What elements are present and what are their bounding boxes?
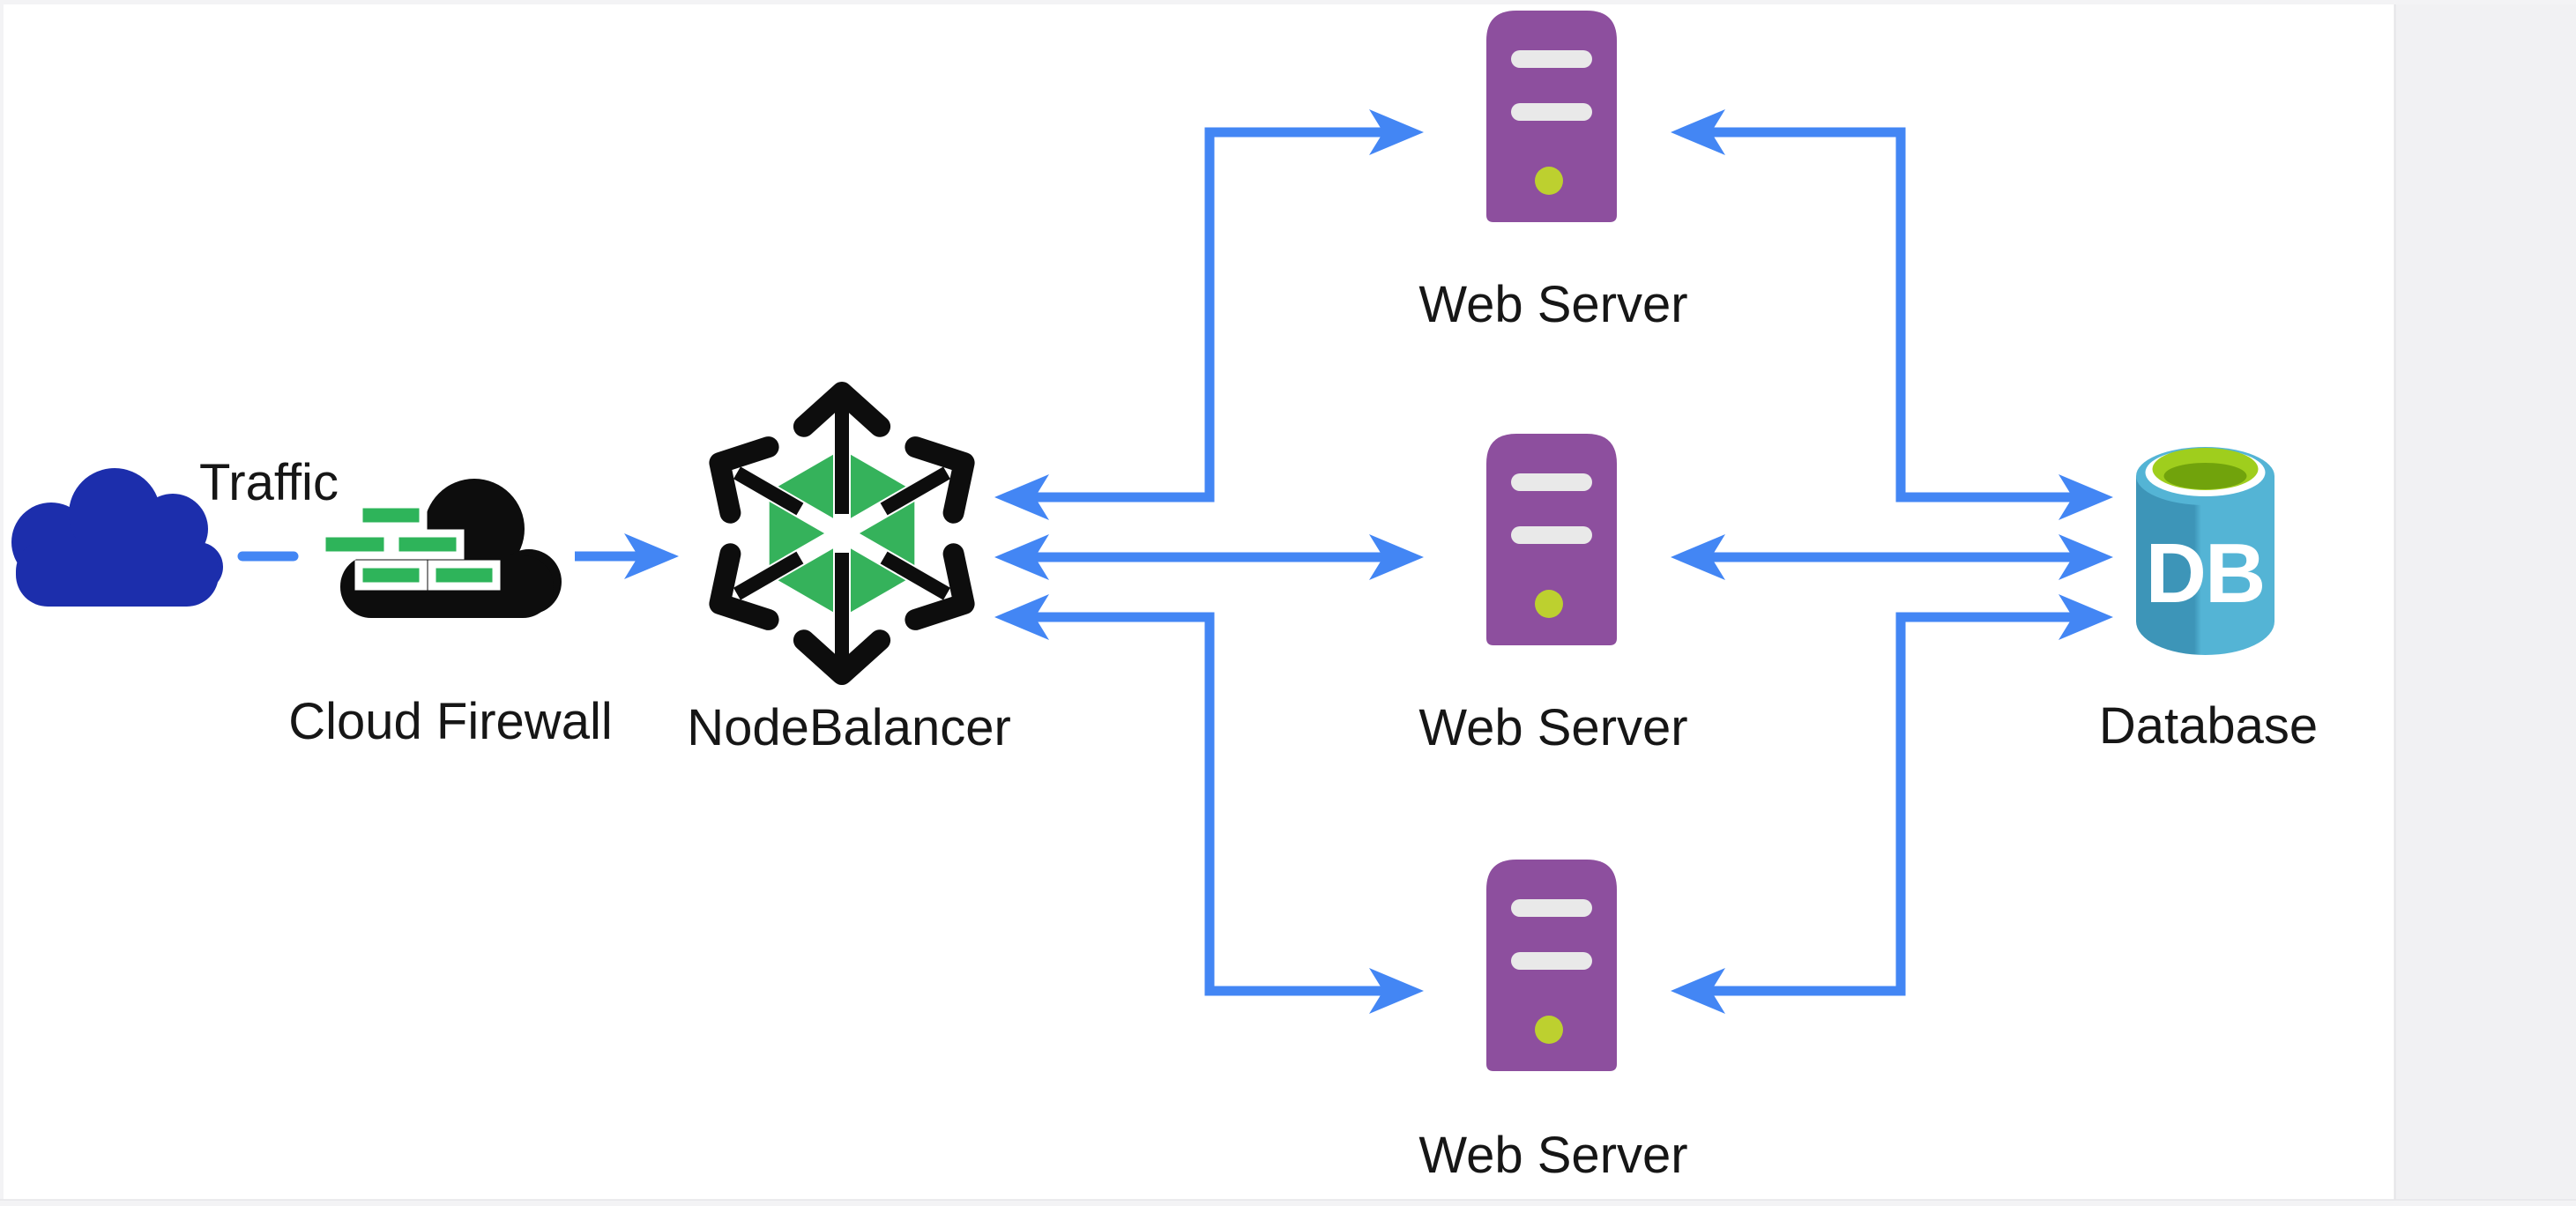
- cloud-icon: [11, 468, 223, 607]
- firewall-bricks: [317, 500, 501, 591]
- web-server-label-3: Web Server: [1418, 1127, 1687, 1184]
- server-slots: [1511, 50, 1592, 121]
- connector-nodebalancer-web1: [1030, 127, 1389, 502]
- nodebalancer-chevron-up: [793, 382, 891, 437]
- nodebalancer-chevron-ne: [905, 436, 975, 524]
- left-frame-strip: [0, 0, 4, 1206]
- connectors: [237, 127, 2078, 996]
- connector-web3-database: [1706, 612, 2078, 996]
- nodebalancer-arrow-stems: [733, 404, 950, 663]
- db-top-lime-inner: [2163, 463, 2247, 489]
- web-server-label-1: Web Server: [1418, 276, 1687, 333]
- server-slots: [1511, 473, 1592, 544]
- bottom-frame-strip: [0, 1200, 2576, 1206]
- server-led: [1535, 167, 1563, 195]
- nodebalancer-black-arrows: [709, 382, 975, 685]
- brick-wall-cloud-icon: [317, 479, 562, 618]
- server-tower-icon-3: [1486, 860, 1617, 1071]
- server-led: [1535, 590, 1563, 618]
- web-server-label-2: Web Server: [1418, 699, 1687, 756]
- server-slots: [1511, 899, 1592, 970]
- nodebalancer-label: NodeBalancer: [687, 699, 1011, 756]
- server-led: [1535, 1016, 1563, 1044]
- traffic-label: Traffic: [199, 454, 339, 511]
- hexagon-arrows-icon: [709, 382, 975, 685]
- nodebalancer-chevron-down: [793, 629, 891, 685]
- server-tower-icon-1: [1486, 11, 1617, 222]
- database-label: Database: [2099, 697, 2318, 755]
- nodebalancer-chevron-nw: [709, 436, 779, 524]
- cloud-firewall-label: Cloud Firewall: [288, 693, 612, 750]
- connector-nodebalancer-web3: [1030, 612, 1389, 996]
- nodebalancer-chevron-sw: [709, 543, 779, 630]
- server-tower-icon-2: [1486, 434, 1617, 645]
- database-cylinder-icon: DB: [2136, 447, 2274, 655]
- db-badge: DB: [2146, 526, 2265, 621]
- top-frame-strip: [0, 0, 2576, 4]
- db-bottom: [2136, 588, 2274, 655]
- right-gutter-panel: [2394, 0, 2576, 1206]
- nodebalancer-chevron-se: [905, 543, 975, 630]
- connector-web1-database: [1706, 127, 2078, 502]
